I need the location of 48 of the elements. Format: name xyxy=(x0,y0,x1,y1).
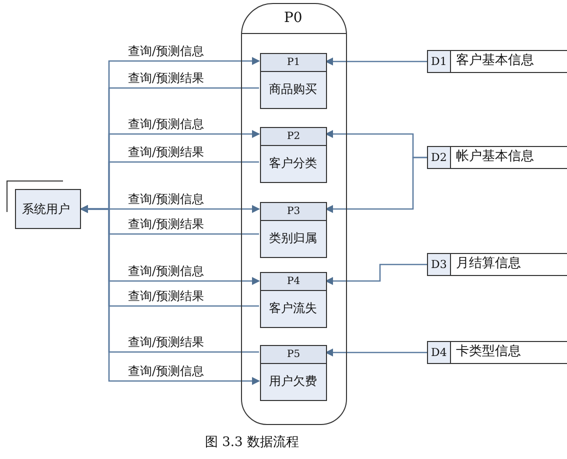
process-box xyxy=(260,272,327,328)
edge-label: 查询/预测信息 xyxy=(128,44,204,58)
edge-label: 查询/预测信息 xyxy=(128,364,204,378)
process-box xyxy=(260,202,327,258)
edge-label: 查询/预测结果 xyxy=(128,289,204,303)
caption: 图 3.3 数据流程 xyxy=(205,436,299,450)
edge-label: 查询/预测结果 xyxy=(128,71,204,85)
arrow xyxy=(81,208,260,385)
store-name: 客户基本信息 xyxy=(456,54,534,68)
process-name: 客户流失 xyxy=(269,301,317,315)
process-container xyxy=(241,3,347,425)
edge-label: 查询/预测结果 xyxy=(128,217,204,231)
store-id: D2 xyxy=(431,151,447,165)
entity-box xyxy=(15,189,81,229)
process-id: P4 xyxy=(287,275,300,289)
process-id: P5 xyxy=(287,348,300,362)
store-name: 月结算信息 xyxy=(456,257,521,271)
arrow xyxy=(325,264,427,285)
entity-name: 系统用户 xyxy=(22,202,70,216)
arrow xyxy=(80,205,259,353)
process-id: P2 xyxy=(287,130,300,144)
process-name: 客户分类 xyxy=(269,156,317,170)
process-id: P1 xyxy=(287,56,300,70)
store-id: D3 xyxy=(431,258,447,272)
process-box xyxy=(260,53,327,109)
data-store xyxy=(427,341,567,364)
arrow xyxy=(325,348,427,356)
process-box xyxy=(260,345,327,401)
process-name: 商品购买 xyxy=(269,82,317,96)
data-store xyxy=(427,253,567,276)
store-id: D4 xyxy=(431,346,447,360)
edge-label: 查询/预测信息 xyxy=(128,264,204,278)
edge-label: 查询/预测结果 xyxy=(128,145,204,159)
store-name: 帐户基本信息 xyxy=(456,150,534,164)
process-name: 类别归属 xyxy=(269,231,317,245)
arrow xyxy=(325,58,427,66)
edge-label: 查询/预测结果 xyxy=(128,335,204,349)
edge-label: 查询/预测信息 xyxy=(128,192,204,206)
process-id: P3 xyxy=(287,205,300,219)
arrow xyxy=(325,156,427,213)
data-store xyxy=(427,50,567,73)
store-name: 卡类型信息 xyxy=(456,345,521,359)
store-id: D1 xyxy=(431,55,447,69)
data-store xyxy=(427,146,567,169)
process-id: P0 xyxy=(284,11,302,25)
process-name: 用户欠费 xyxy=(269,374,317,388)
process-box xyxy=(260,127,327,183)
edge-label: 查询/预测信息 xyxy=(128,117,204,131)
